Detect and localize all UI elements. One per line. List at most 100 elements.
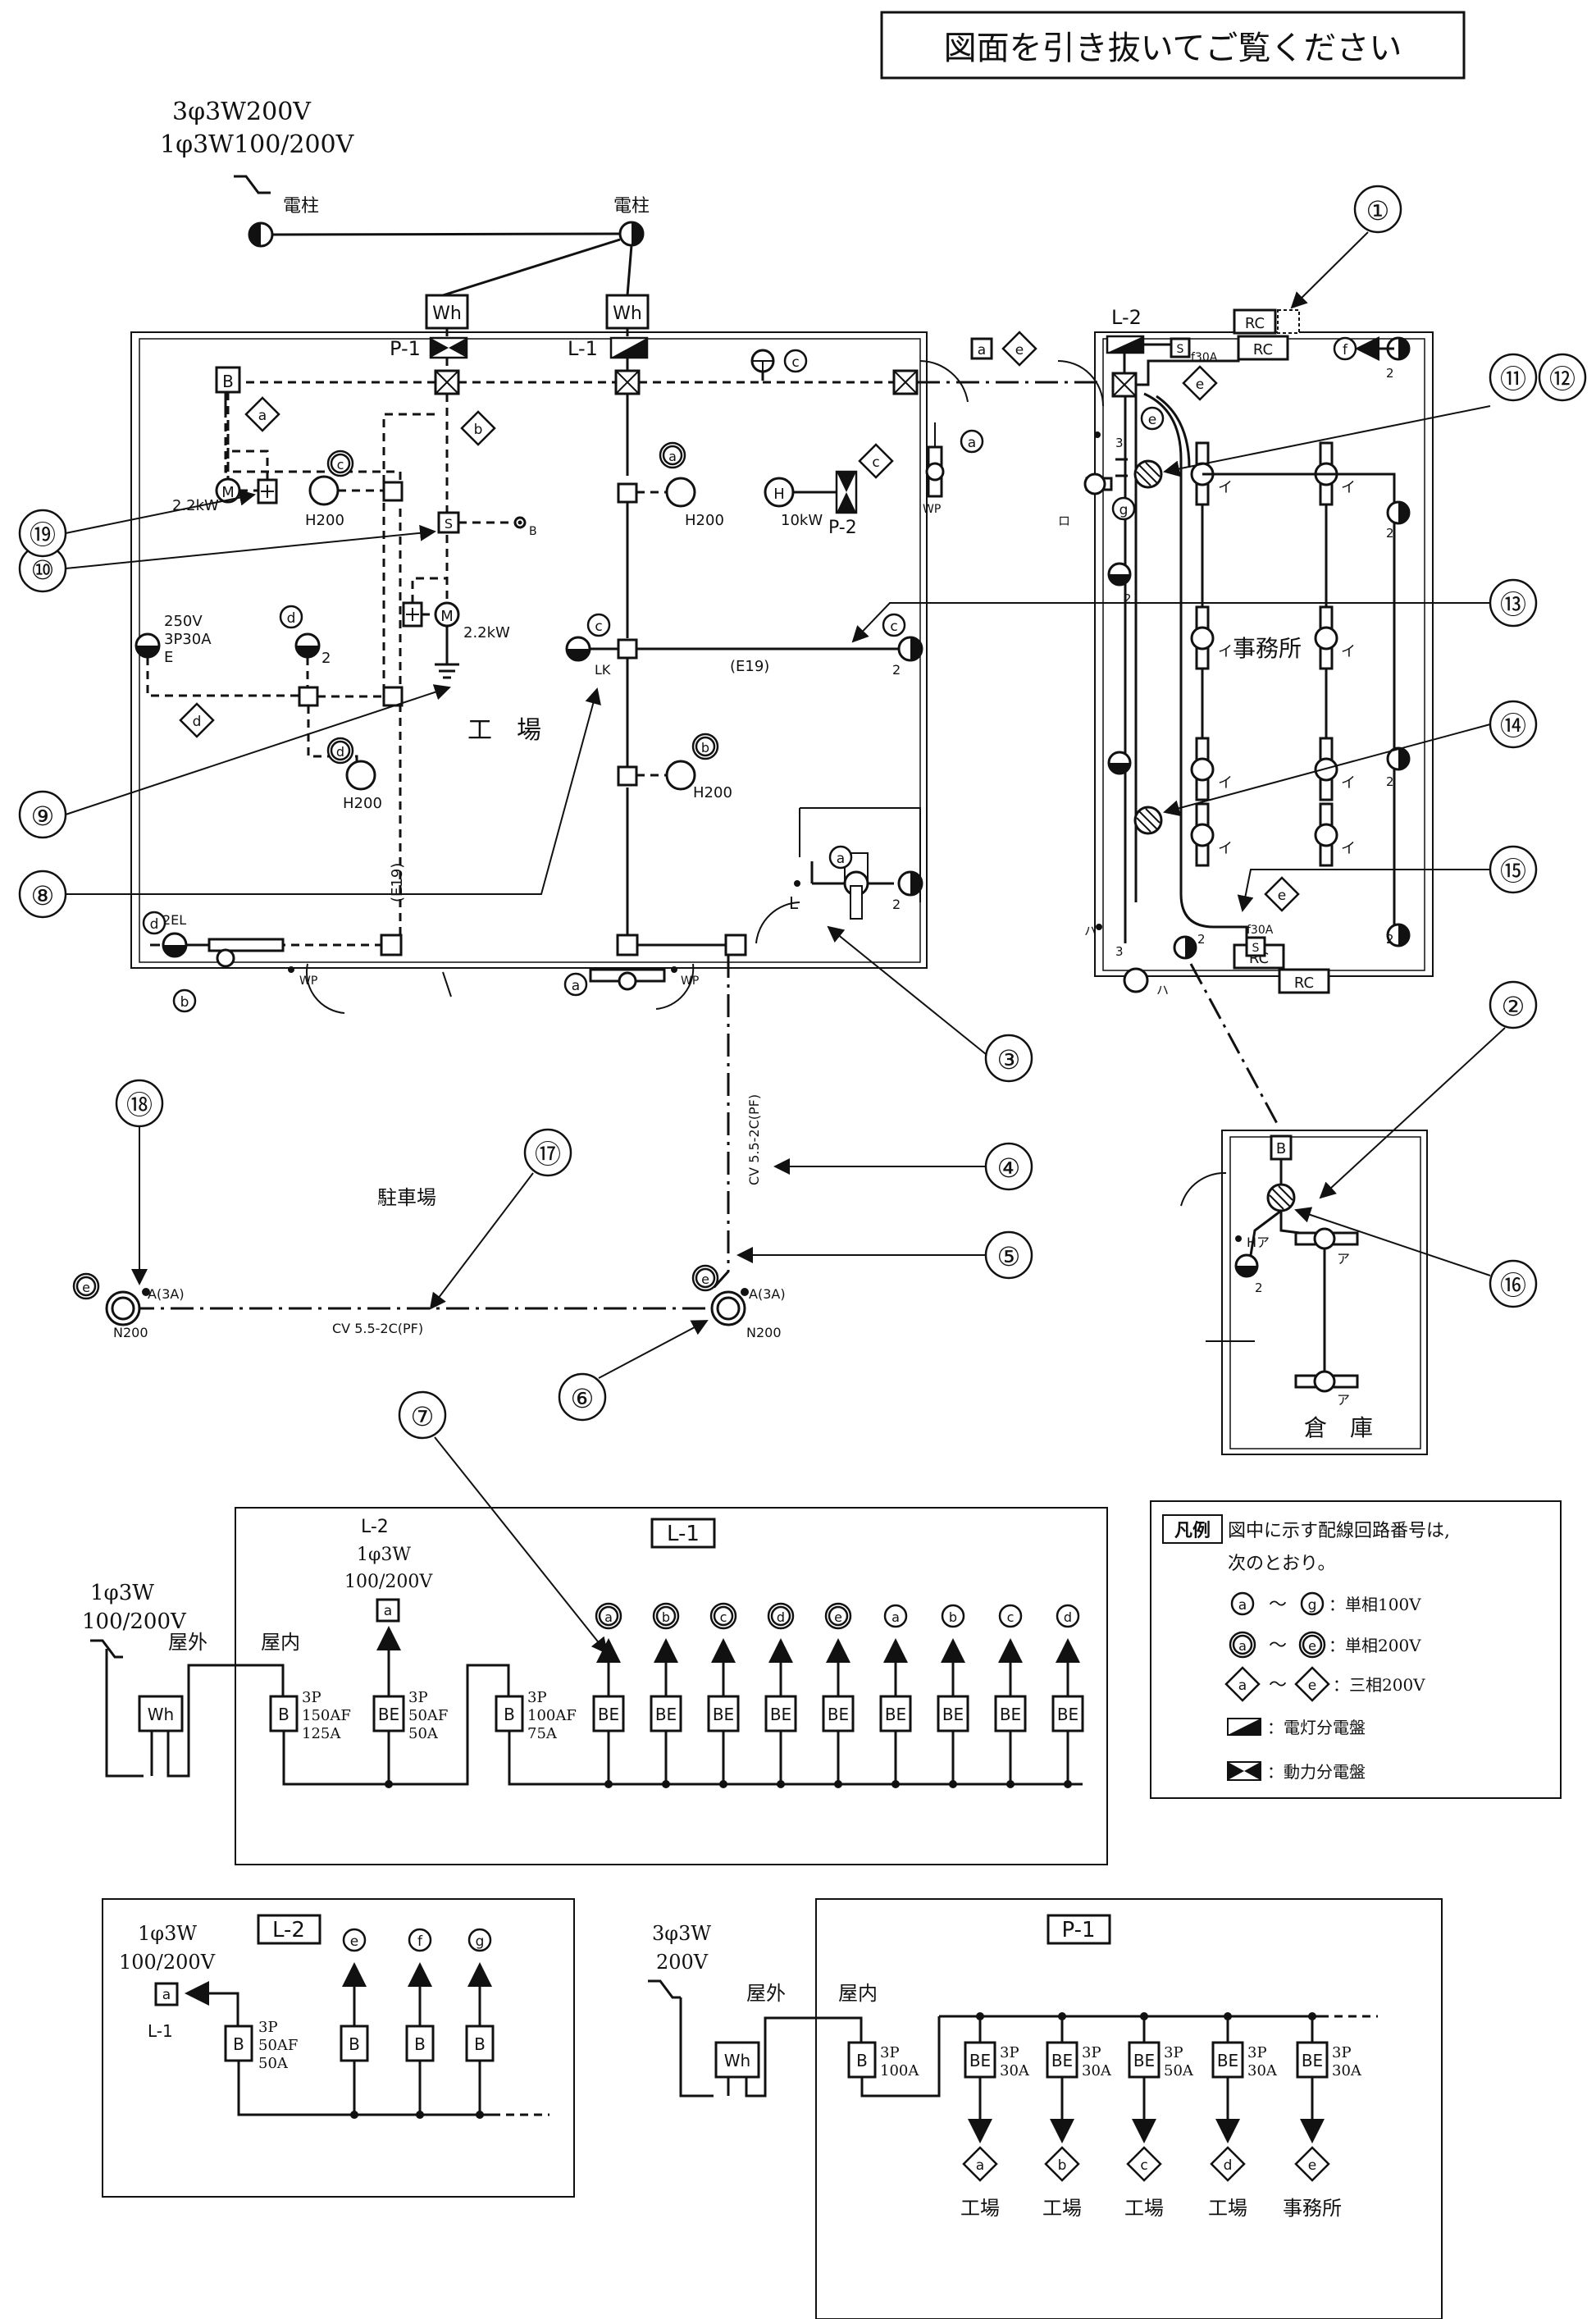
svg-text:g: g — [1308, 1597, 1317, 1614]
svg-text:L-1: L-1 — [667, 1522, 700, 1546]
svg-text:②: ② — [1502, 991, 1525, 1022]
ground-symbol — [435, 626, 459, 679]
svg-text:：三相200V: ：三相200V — [1333, 1675, 1425, 1695]
svg-text:H200: H200 — [685, 512, 724, 529]
l1-branch-circuit: b — [662, 1609, 670, 1625]
svg-text:30A: 30A — [1332, 2062, 1362, 2079]
svg-text:2: 2 — [1255, 1280, 1263, 1295]
svg-text:Wh: Wh — [724, 2051, 750, 2070]
svg-text:：電灯分電盤: ：電灯分電盤 — [1267, 1718, 1366, 1737]
room-parking: 駐車場 — [377, 1186, 436, 1209]
svg-text:イ: イ — [1218, 643, 1233, 660]
p1-supply-2: 200V — [656, 1951, 709, 1974]
office-outlets — [1083, 336, 1411, 993]
svg-text:e: e — [1308, 1678, 1316, 1694]
l2-br-3: 50A — [408, 1725, 439, 1742]
svg-text:ハ: ハ — [1156, 983, 1169, 997]
svg-text:Wh: Wh — [613, 304, 642, 324]
svg-text:3P: 3P — [1164, 2044, 1183, 2061]
svg-text:BE: BE — [969, 2051, 991, 2070]
svg-text:2: 2 — [1386, 774, 1394, 789]
p1-branch-dest: 工場 — [1208, 2197, 1247, 2220]
svg-text:30A: 30A — [1082, 2062, 1112, 2079]
hatched-box-1 — [1133, 459, 1163, 489]
svg-text:屋内: 屋内 — [261, 1631, 300, 1654]
l1-branch-breaker: BEd — [1051, 1604, 1084, 1788]
svg-text:a: a — [1238, 1678, 1247, 1694]
svg-text:BE: BE — [1302, 2051, 1323, 2070]
jbox-center-1 — [617, 482, 638, 504]
l2d-br-2: 50AF — [258, 2037, 298, 2054]
motor-left: M 2.2kW — [172, 477, 241, 514]
s-switch: S — [437, 511, 460, 534]
svg-text:WP: WP — [299, 975, 317, 988]
svg-text:L-2: L-2 — [1111, 306, 1142, 329]
l1-branch-circuit: c — [1007, 1609, 1015, 1625]
svg-text:c: c — [595, 619, 602, 635]
utility-pole-1: 電柱 — [248, 196, 319, 248]
l2-diagram: L-2 1φ3W 100/200V a L-1 B 3P 50AF 50A — [102, 1898, 575, 2198]
svg-text:図面を引き抜いてご覧ください: 図面を引き抜いてご覧ください — [944, 30, 1402, 67]
svg-text:B: B — [222, 372, 234, 391]
warehouse-breaker: B — [1270, 1134, 1293, 1161]
header-note: 図面を引き抜いてご覧ください — [880, 11, 1466, 80]
svg-text:a: a — [968, 435, 976, 451]
wall-light-bottom-center: WP — [589, 968, 699, 991]
warehouse-fixture-1 — [1294, 1227, 1359, 1250]
svg-text:⑬: ⑬ — [1500, 589, 1526, 620]
outlet-lk: LK — [565, 636, 611, 678]
l2-br-2: 50AF — [408, 1707, 448, 1724]
svg-text:～: ～ — [1269, 1675, 1287, 1696]
svg-text:B: B — [1276, 1140, 1286, 1157]
svg-text:2.2kW: 2.2kW — [463, 624, 510, 641]
cable-cv-vertical: CV 5.5-2C(PF) — [746, 1094, 762, 1185]
svg-text:a: a — [837, 851, 845, 867]
svg-text:g: g — [1119, 502, 1129, 518]
p1-branch-dest: 事務所 — [1283, 2197, 1342, 2220]
svg-text:ロ: ロ — [1058, 514, 1070, 528]
legend: 凡例 図中に示す配線回路番号は, 次のとおり。 a ～ g ：単相100V a … — [1150, 1500, 1562, 1799]
svg-text:d: d — [150, 916, 159, 933]
svg-text:2: 2 — [321, 650, 331, 667]
hatched-box-3 — [1266, 1183, 1296, 1212]
svg-text:イ: イ — [1341, 774, 1356, 792]
warehouse-walls — [1221, 1130, 1428, 1455]
lighting-panel-l2: L-2 — [1106, 306, 1145, 354]
p1-branch-dest: 工場 — [960, 2197, 1000, 2220]
p1-diagram: P-1 3φ3W 200V 屋外 屋内 Wh B 3P 100A — [648, 1898, 1443, 2319]
motor-center: M 2.2kW — [434, 601, 510, 641]
svg-text:イ: イ — [1218, 479, 1233, 496]
svg-text:Hア: Hア — [1247, 1235, 1270, 1250]
svg-text:図中に示す配線回路番号は,: 図中に示す配線回路番号は, — [1228, 1521, 1450, 1541]
svg-text:BE: BE — [1051, 2051, 1073, 2070]
jbox-bottom-2 — [616, 934, 639, 956]
svg-text:BE: BE — [828, 1705, 849, 1724]
l1-branch-circuit: d — [777, 1609, 785, 1625]
svg-text:凡例: 凡例 — [1174, 1521, 1211, 1541]
svg-text:d: d — [287, 610, 296, 627]
jbox-left-2 — [298, 686, 319, 707]
svg-text:BE: BE — [1217, 2051, 1238, 2070]
svg-text:30A: 30A — [1000, 2062, 1030, 2079]
callouts: ① ② ③ ④ ⑤ ⑥ ⑦ ⑧ ⑨ ⑩ ⑪ ⑫ ⑬ ⑭ ⑮ ⑯ ⑰ ⑱ — [18, 185, 1587, 1655]
pole-light-left: A(3A) N200 — [105, 1286, 185, 1340]
svg-text:⑤: ⑤ — [997, 1241, 1021, 1272]
svg-text:2EL: 2EL — [162, 912, 186, 928]
circuit-markers-factory: c a c a d c c d b a d b a — [142, 349, 984, 1013]
p1-branch-circuit: a — [976, 2157, 984, 2174]
supply-1phase: 1φ3W100/200V — [160, 130, 355, 159]
svg-text:3: 3 — [1115, 436, 1124, 450]
svg-text:2: 2 — [892, 662, 901, 678]
p1-branch-dest: 工場 — [1042, 2197, 1082, 2220]
svg-text:B: B — [474, 2034, 486, 2054]
p1-main-1: 3P — [880, 2044, 900, 2061]
p1-branch-dest: 工場 — [1124, 2197, 1164, 2220]
svg-text:3P30A: 3P30A — [164, 631, 212, 648]
svg-text:c: c — [890, 619, 897, 635]
svg-text:3P: 3P — [1000, 2044, 1019, 2061]
l2-branch-circuit: e — [350, 1933, 358, 1950]
